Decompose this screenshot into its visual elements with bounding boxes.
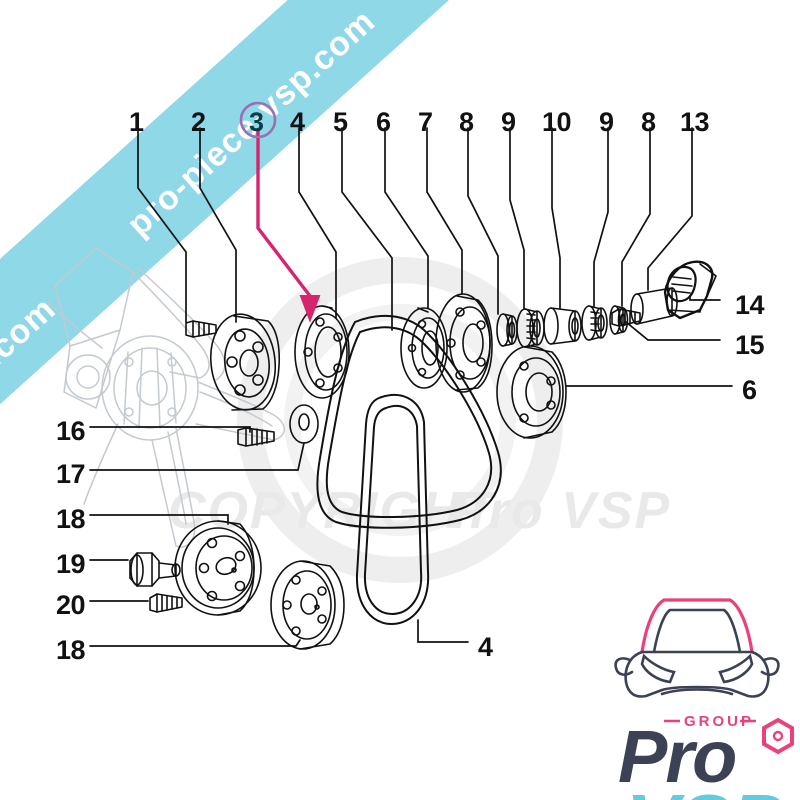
logo-vsp-text: VSP — [626, 778, 785, 800]
callout-label-c6: 6 — [376, 107, 391, 137]
callout-label-c1: 1 — [129, 107, 144, 137]
watermark-band — [0, 0, 644, 629]
leader-3-highlight — [239, 101, 321, 323]
leader-10 — [551, 127, 561, 309]
leader-9a — [509, 127, 525, 309]
logo-pro-text: Pro — [618, 715, 735, 798]
callout-label-c9: 9 — [501, 107, 516, 137]
copyright-watermark-right: Pro VSP — [452, 482, 671, 540]
car-front-icon — [614, 598, 780, 698]
callout-label-c13: 13 — [680, 107, 710, 137]
leader-9b — [593, 127, 609, 307]
callout-label-l18b: 18 — [56, 635, 86, 665]
callout-label-r6: 6 — [742, 375, 757, 405]
callout-label-c4: 4 — [290, 107, 305, 137]
callout-label-c8: 8 — [459, 107, 474, 137]
callout-label-l18a: 18 — [56, 504, 86, 534]
leader-4 — [298, 127, 337, 319]
bracket-item-14 — [663, 260, 717, 320]
leader-13 — [647, 127, 693, 291]
crank-pulley-item-18-a — [174, 520, 262, 616]
callout-label-c2: 2 — [191, 107, 206, 137]
leader-8a — [467, 127, 499, 315]
callout-label-r15: 15 — [735, 330, 765, 360]
fan-assembly-ghost — [47, 247, 285, 548]
callout-label-l19: 19 — [56, 549, 86, 579]
flange-item-3 — [294, 305, 350, 399]
leader-16 — [89, 426, 251, 433]
logo-hex-icon — [762, 717, 794, 755]
bolt-item-16 — [237, 427, 275, 447]
leader-2 — [199, 127, 237, 323]
copyright-watermark-left: COPYRIGHT — [168, 482, 497, 540]
leader-18b — [89, 639, 301, 647]
leader-4-bottom — [417, 619, 469, 643]
callout-label-l16: 16 — [56, 416, 86, 446]
callout-label-c11: 9 — [599, 107, 614, 137]
screw-item-20 — [149, 593, 183, 613]
pulley-item-6-right — [496, 345, 567, 439]
water-pump-pulley — [209, 313, 281, 411]
leader-7 — [426, 127, 463, 295]
callout-label-c12: 8 — [641, 107, 656, 137]
callout-label-c7: 7 — [418, 107, 433, 137]
leader-18a — [89, 514, 229, 525]
logo-hex-dot — [772, 730, 784, 742]
drive-belt-item-4-inner — [355, 394, 430, 625]
highlight-ring-item-3 — [239, 101, 277, 139]
leader-17 — [89, 442, 305, 471]
callout-label-b4: 4 — [478, 632, 493, 662]
idler-pulley-item-18-b — [270, 560, 345, 650]
callout-label-c10: 10 — [542, 107, 572, 137]
callout-label-l17: 17 — [56, 459, 86, 489]
bearing-item-9-b — [581, 305, 608, 341]
leader-6 — [384, 127, 429, 309]
leader-1 — [137, 127, 187, 323]
drive-belt-item-4-main — [316, 314, 502, 529]
hex-bolt-item-19 — [129, 552, 181, 587]
leader-5 — [341, 127, 393, 331]
leader-lines — [89, 127, 733, 647]
leader-14 — [689, 295, 721, 301]
leader-8b — [621, 127, 651, 307]
callout-label-c5: 5 — [333, 107, 348, 137]
pulley-item-5 — [400, 307, 448, 389]
callout-label-c3: 3 — [249, 107, 264, 137]
callout-label-l20: 20 — [56, 590, 86, 620]
sleeve-item-10 — [543, 307, 582, 345]
callout-label-r14: 14 — [735, 290, 765, 320]
bolt-item-15 — [611, 308, 641, 327]
leader-15 — [625, 321, 721, 341]
logo-group-text: GROUP — [684, 713, 754, 730]
